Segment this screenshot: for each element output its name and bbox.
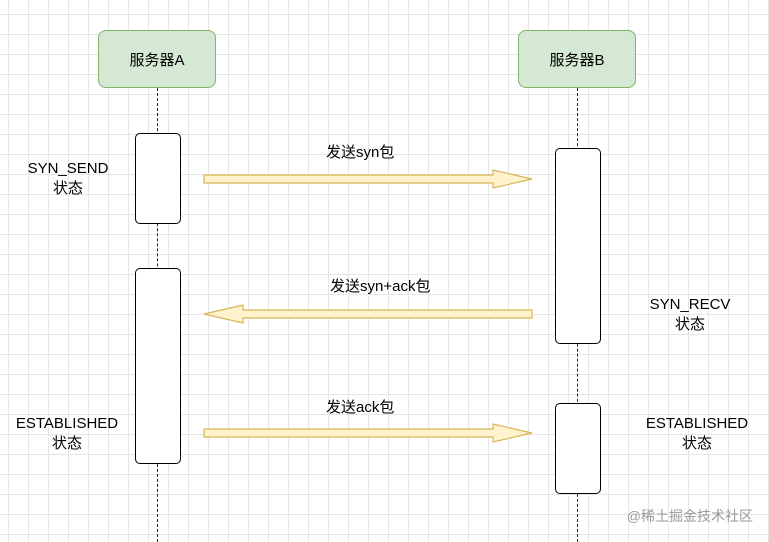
state-b-established: ESTABLISHED 状态 [632,414,762,454]
activation-b-2 [555,403,601,494]
state-a-syn-send-name: SYN_SEND [27,160,109,177]
state-a-syn-send-suffix: 状态 [52,180,83,197]
activation-b-1 [555,148,601,344]
server-a-label: 服务器A [129,51,185,69]
server-a-box: 服务器A [98,30,216,88]
ack-arrow [203,423,533,443]
state-a-established: ESTABLISHED 状态 [2,414,132,454]
activation-a-1 [135,133,181,224]
state-b-syn-recv: SYN_RECV 状态 [636,295,744,335]
state-a-syn-send: SYN_SEND 状态 [20,159,116,199]
syn-ack-message-label: 发送syn+ack包 [330,278,431,295]
syn-arrow [203,169,533,189]
state-b-established-name: ESTABLISHED [645,415,749,432]
state-b-established-suffix: 状态 [681,435,712,452]
state-b-syn-recv-name: SYN_RECV [649,296,731,313]
server-b-box: 服务器B [518,30,636,88]
state-b-syn-recv-suffix: 状态 [674,316,705,333]
server-b-label: 服务器B [549,51,605,69]
ack-message-label: 发送ack包 [326,399,395,416]
watermark: @稀土掘金技术社区 [626,508,753,524]
syn-ack-arrow [203,304,533,324]
state-a-established-suffix: 状态 [51,435,82,452]
syn-message-label: 发送syn包 [326,144,395,161]
state-a-established-name: ESTABLISHED [15,415,119,432]
activation-a-2 [135,268,181,464]
